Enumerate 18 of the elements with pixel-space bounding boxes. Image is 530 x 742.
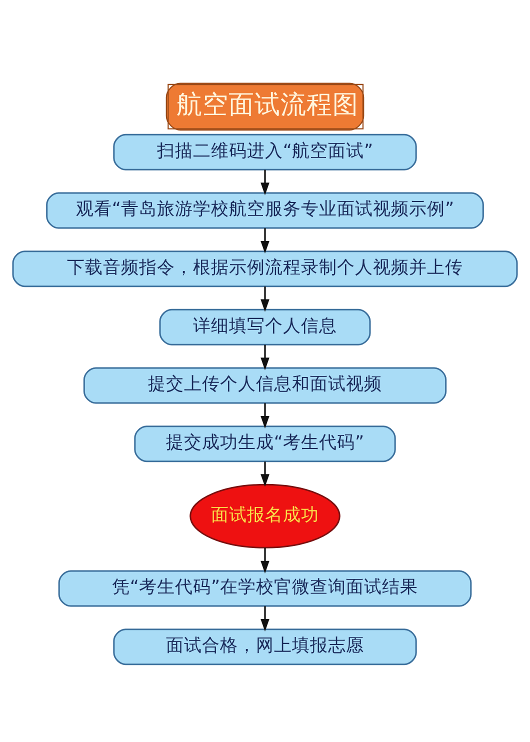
node-box: 提交成功生成“考生代码” — [134, 425, 396, 462]
node-box: 面试合格，网上填报志愿 — [113, 628, 417, 665]
node-box: 详细填写个人信息 — [159, 308, 371, 345]
arrow — [260, 606, 270, 632]
node-box: 扫描二维码进入“航空面试” — [113, 133, 417, 170]
diagram-title: 航空面试流程图 — [176, 90, 358, 120]
arrow — [260, 402, 270, 428]
arrow — [260, 169, 270, 195]
node-box: 提交上传个人信息和面试视频 — [83, 366, 447, 404]
arrow — [260, 461, 270, 486]
arrow — [260, 344, 270, 370]
node-box: 观看“青岛旅游学校航空服务专业面试视频示例” — [46, 192, 484, 228]
arrow — [260, 547, 270, 573]
node-box: 下载音频指令，根据示例流程录制个人视频并上传 — [12, 250, 518, 287]
arrow — [260, 286, 270, 312]
node-ellipse: 面试报名成功 — [190, 483, 340, 548]
arrow — [260, 228, 270, 254]
node-box: 凭“考生代码”在学校官微查询面试结果 — [58, 570, 472, 606]
